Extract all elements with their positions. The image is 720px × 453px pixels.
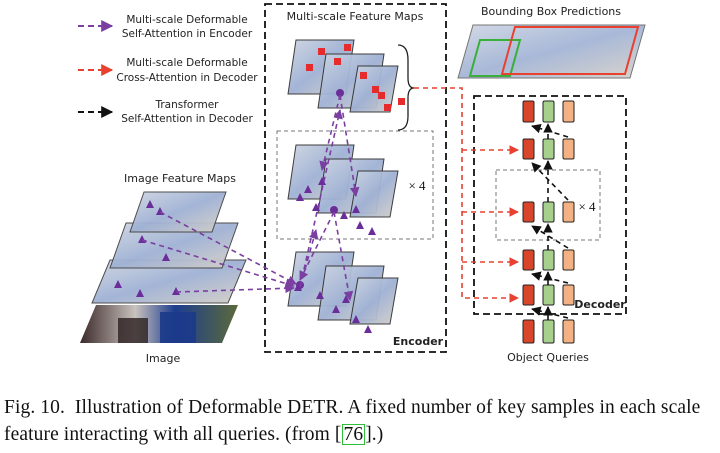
- legend: Multi-scale Deformable Self-Attention in…: [78, 14, 258, 125]
- image-photo: [80, 305, 238, 343]
- key-sample-square: [334, 58, 341, 65]
- caption-prefix: Fig. 10.: [4, 397, 65, 418]
- encoder-feature-maps: [114, 39, 415, 333]
- caption-suffix: .): [371, 424, 384, 445]
- decoder-token-row4-col2: [542, 249, 555, 271]
- decoder-token-row2-col2: [542, 138, 555, 160]
- image-feature-map-large: [91, 259, 247, 304]
- sampling-point-triangle: [146, 200, 154, 208]
- image-to-encoder-1: [159, 211, 297, 285]
- encoder-repeat-label: × 4: [408, 178, 426, 193]
- decoder-self-attention-diag-2: [531, 271, 569, 284]
- decoder-token-row5-col2: [542, 284, 555, 306]
- key-sample-square: [306, 64, 313, 71]
- bbox-green: [468, 39, 522, 77]
- encoder-attention-6: [299, 109, 343, 288]
- decoder-token-row4-col3: [562, 249, 575, 271]
- sampling-point-triangle: [316, 291, 324, 299]
- reference-point: [336, 89, 344, 97]
- key-sample-square: [372, 86, 379, 93]
- decoder-token-row1-col2: [542, 100, 555, 123]
- decoder-self-attention-diag-1: [531, 306, 569, 319]
- image-label: Image: [146, 352, 181, 365]
- key-sample-square: [384, 104, 391, 111]
- decoder-token-row1-col1: [522, 100, 535, 123]
- sampling-point-triangle: [332, 305, 340, 313]
- encoder-attention-1: [319, 94, 341, 171]
- sampling-point-triangle: [368, 227, 376, 235]
- image-feature-maps-label: Image Feature Maps: [124, 172, 236, 185]
- legend-1-line2: Self-Attention in Encoder: [122, 28, 253, 40]
- key-sample-square: [378, 92, 385, 99]
- encoder-attention-2: [339, 94, 360, 197]
- decoder-repeat-label: × 4: [578, 199, 596, 214]
- sampling-point-triangle: [340, 211, 348, 219]
- legend-2-line1: Multi-scale Deformable: [126, 57, 247, 69]
- bbox-prediction-image: [457, 24, 646, 79]
- decoder-tokens: [522, 100, 575, 344]
- decoder-self-attention-diag-4: [531, 162, 569, 201]
- sampling-point-triangle: [312, 203, 320, 211]
- decoder-token-row3-col3: [562, 201, 575, 223]
- decoder-self-attention-diag-3: [531, 225, 569, 249]
- sampling-point-triangle: [364, 325, 372, 333]
- decoder-token-row6-col1: [522, 319, 535, 344]
- decoder-token-row5-col3: [562, 284, 575, 306]
- image-feature-maps: [91, 191, 247, 304]
- legend-1-line1: Multi-scale Deformable: [126, 14, 247, 26]
- figure-caption: Fig. 10. Illustration of Deformable DETR…: [4, 397, 701, 445]
- sampling-point-triangle: [352, 315, 360, 323]
- decoder-token-row1-col3: [562, 100, 575, 123]
- legend-3-line1: Transformer: [154, 99, 219, 111]
- sampling-point-triangle: [296, 193, 304, 201]
- encoder-map-middle-3: [349, 170, 399, 218]
- encoder-map-bottom-3: [349, 277, 399, 325]
- image-to-encoder-2: [175, 283, 295, 294]
- sampling-point-triangle: [114, 280, 122, 288]
- image-feature-map-medium: [109, 222, 239, 269]
- citation-link[interactable]: 76: [341, 424, 366, 445]
- encoder-attention-4: [333, 211, 354, 301]
- sampling-point-triangle: [304, 185, 312, 193]
- key-sample-square: [398, 98, 405, 105]
- decoder-token-row5-col1: [522, 284, 535, 306]
- decoder-token-row6-col2: [542, 319, 555, 344]
- image-feature-map-small: [129, 191, 227, 233]
- attention-arrows: [141, 87, 569, 320]
- sampling-point-triangle: [352, 205, 360, 213]
- caption-text: Illustration of Deformable DETR. A fixed…: [4, 397, 701, 445]
- object-queries-label: Object Queries: [507, 351, 589, 364]
- decoder-token-row3-col2: [542, 201, 555, 223]
- key-sample-square: [360, 72, 367, 79]
- brace: [397, 44, 415, 131]
- encoder-box: [264, 3, 447, 353]
- decoder-token-row2-col3: [562, 138, 575, 160]
- bbox-predictions-label: Bounding Box Predictions: [481, 5, 621, 18]
- legend-3-line2: Self-Attention in Decoder: [121, 113, 253, 125]
- decoder-token-row6-col3: [562, 319, 575, 344]
- sampling-point-triangle: [136, 289, 144, 297]
- sampling-point-triangle: [318, 177, 326, 185]
- bbox-red: [500, 26, 640, 75]
- reference-point: [330, 206, 338, 214]
- encoder-label: Encoder: [393, 335, 444, 348]
- sampling-point-triangle: [162, 253, 170, 261]
- decoder-label: Decoder: [574, 298, 626, 311]
- cross-attention-arrow-main: [414, 87, 519, 303]
- key-sample-square: [318, 48, 325, 55]
- sampling-point-triangle: [172, 287, 180, 295]
- sampling-point-triangle: [356, 221, 364, 229]
- legend-2-line2: Cross-Attention in Decoder: [116, 72, 258, 84]
- decoder-token-row2-col1: [522, 138, 535, 160]
- key-sample-square: [344, 44, 351, 51]
- encoder-repeat-box: [276, 130, 434, 240]
- decoder-token-row3-col1: [522, 201, 535, 223]
- decoder-self-attention-diag-5: [531, 123, 569, 138]
- decoder-token-row4-col1: [522, 249, 535, 271]
- multiscale-feature-maps-label: Multi-scale Feature Maps: [287, 10, 424, 23]
- deformable-detr-diagram: Multi-scale Deformable Self-Attention in…: [78, 3, 646, 365]
